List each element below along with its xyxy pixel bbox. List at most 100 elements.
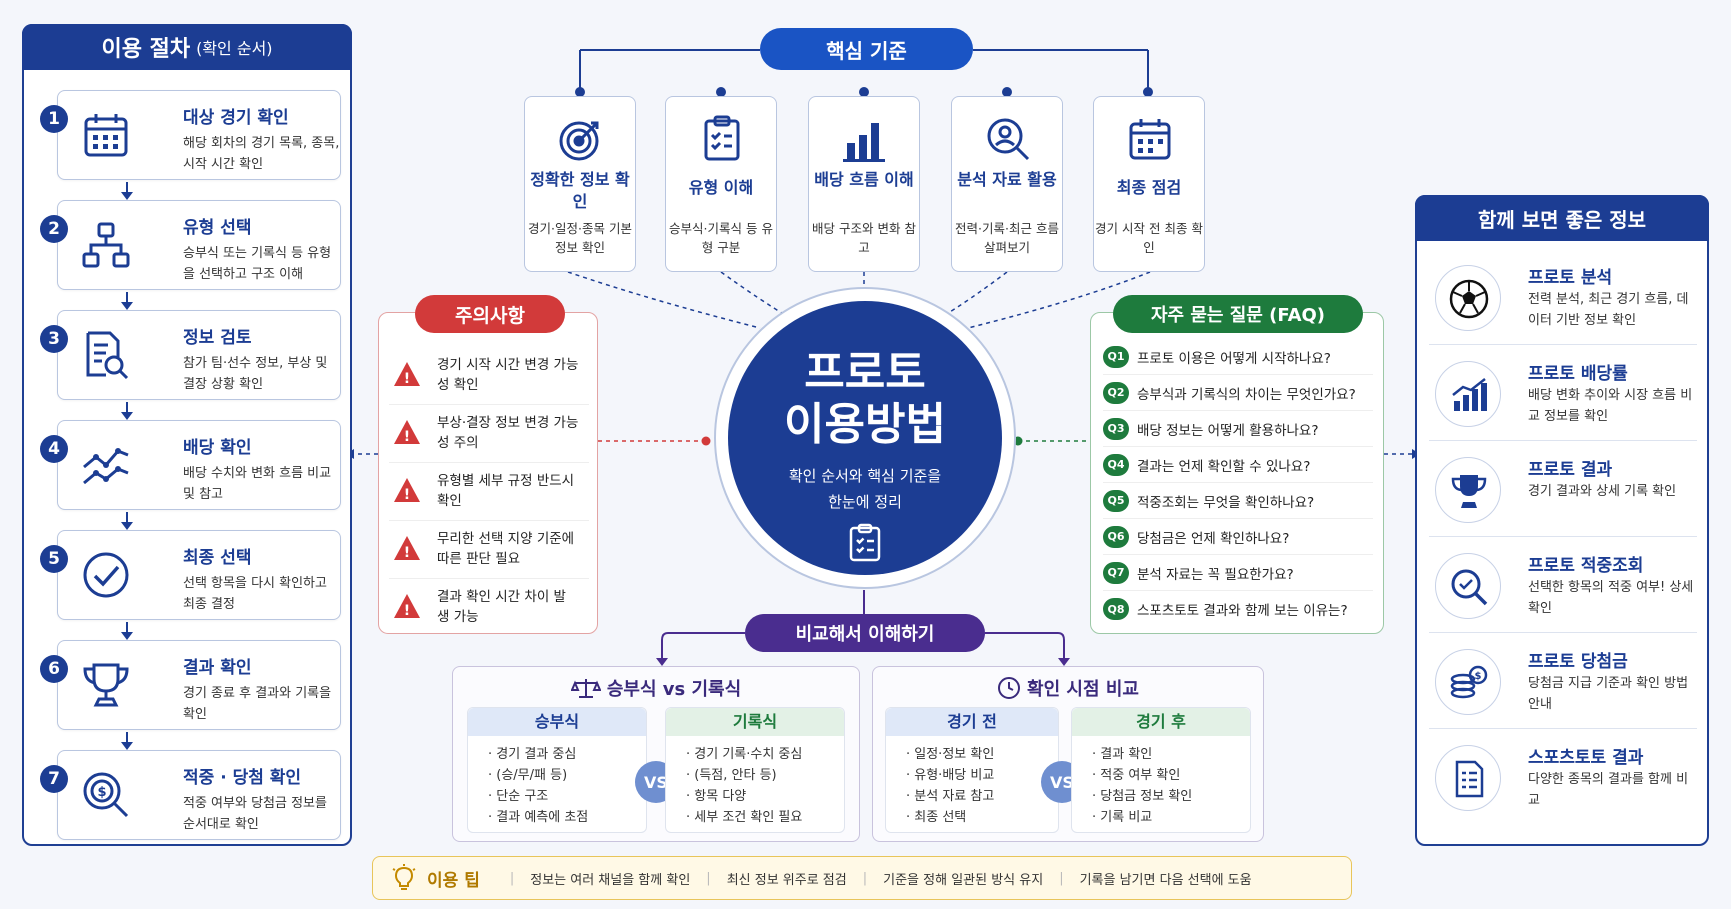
magnifier-coin-icon: $ xyxy=(83,772,129,818)
step-title: 대상 경기 확인 xyxy=(183,108,289,128)
svg-text:!: ! xyxy=(404,487,410,503)
compare-col-list: 일정·정보 확인 유형·배당 비교 분석 자료 참고 최종 선택 xyxy=(886,736,1058,828)
bar-chart-icon xyxy=(843,123,885,162)
step-1[interactable]: 1 대상 경기 확인 해당 회차의 경기 목록, 종목, 시작 시간 확인 xyxy=(40,90,341,180)
step-6[interactable]: 6 결과 확인 경기 종료 후 결과와 기록을 확인 xyxy=(40,640,341,730)
criteria-accurate-info[interactable]: 정확한 정보 확인 경기·일정·종목 기본 정보 확인 xyxy=(524,96,636,272)
coins-icon: $ xyxy=(1450,665,1488,699)
related-item-odds[interactable]: 프로토 배당률 배당 변화 추이와 시장 흐름 비교 정보를 확인 xyxy=(1429,345,1697,441)
step-title: 유형 선택 xyxy=(183,218,252,238)
step-title: 적중 · 당첨 확인 xyxy=(183,768,302,788)
caution-item: ! 경기 시작 시간 변경 가능성 확인 xyxy=(389,347,589,405)
svg-text:!: ! xyxy=(404,545,410,561)
compare-col-item: 유형·배당 비교 xyxy=(906,765,1058,786)
criteria-title: 배당 흐름 이해 xyxy=(814,170,914,189)
caution-text: 무리한 선택 지양 기준에 따른 판단 필요 xyxy=(437,531,575,567)
step-arrow xyxy=(121,622,133,640)
step-desc: 적중 여부와 당첨금 정보를 순서대로 확인 xyxy=(183,796,327,832)
svg-text:!: ! xyxy=(404,429,410,445)
connector-dot xyxy=(1143,87,1153,97)
procedure-title: 이용 절차 xyxy=(101,37,191,62)
step-5[interactable]: 5 최종 선택 선택 항목을 다시 확인하고 최종 결정 xyxy=(40,530,341,620)
soccer-ball-icon xyxy=(1449,279,1489,319)
clipboard-icon xyxy=(849,523,881,562)
procedure-panel: 이용 절차 (확인 순서) 1 대상 경기 확인 해당 회차의 경기 목록, 종… xyxy=(22,24,352,846)
caution-item: ! 부상·결장 정보 변경 가능성 주의 xyxy=(389,405,589,463)
faq-q-badge: Q7 xyxy=(1103,561,1129,584)
compare-col-win-type: 승부식 경기 결과 중심 (승/무/패 등) 단순 구조 결과 예측에 초점 xyxy=(467,707,647,833)
related-item-title: 스포츠토토 결과 xyxy=(1528,748,1644,768)
criteria-final-check[interactable]: 최종 점검 경기 시작 전 최종 확인 xyxy=(1093,96,1205,272)
connector-dot xyxy=(859,87,869,97)
caution-text: 결과 확인 시간 차이 발생 가능 xyxy=(437,589,566,625)
compare-col-item: 결과 예측에 초점 xyxy=(488,807,646,828)
svg-text:$: $ xyxy=(97,785,106,800)
document-icon xyxy=(1455,760,1484,798)
connector-dot xyxy=(716,87,726,97)
step-arrow xyxy=(121,182,133,200)
step-3[interactable]: 3 정보 검토 참가 팀·선수 정보, 부상 및 결장 상황 확인 xyxy=(40,310,341,400)
faq-question: 스포츠토토 결과와 함께 보는 이유는? xyxy=(1137,603,1348,619)
caution-text: 유형별 세부 규정 반드시 확인 xyxy=(437,473,575,509)
faq-q-badge: Q6 xyxy=(1103,525,1129,548)
compare-col-record-type: 기록식 경기 기록·수치 중심 (득점, 안타 등) 항목 다양 세부 조건 확… xyxy=(665,707,845,833)
tip-item: 정보는 여러 채널을 함께 확인 xyxy=(530,872,691,888)
compare-col-item: 당첨금 정보 확인 xyxy=(1092,786,1250,807)
step-number: 7 xyxy=(40,765,68,793)
criteria-desc: 경기 시작 전 최종 확인 xyxy=(1095,221,1203,255)
compare-col-item: 기록 비교 xyxy=(1092,807,1250,828)
step-number: 2 xyxy=(40,215,68,243)
tips-divider: | xyxy=(509,870,515,886)
tips-divider: | xyxy=(706,870,711,886)
user-search-icon xyxy=(987,118,1030,161)
faq-header: 자주 묻는 질문 (FAQ) xyxy=(1113,295,1363,333)
related-item-title: 프로토 당첨금 xyxy=(1528,652,1628,672)
warning-icon: ! xyxy=(394,420,420,445)
step-2[interactable]: 2 유형 선택 승부식 또는 기록식 등 유형을 선택하고 구조 이해 xyxy=(40,200,341,290)
related-item-analysis[interactable]: 프로토 분석 전력 분석, 최근 경기 흐름, 데이터 기반 정보 확인 xyxy=(1429,249,1697,345)
magnifier-check-icon xyxy=(1451,569,1488,606)
related-info-title: 함께 보면 좋은 정보 xyxy=(1477,207,1647,232)
caution-item: ! 결과 확인 시간 차이 발생 가능 xyxy=(389,579,589,637)
svg-text:$: $ xyxy=(1475,671,1482,682)
criteria-analysis[interactable]: 분석 자료 활용 전력·기록·최근 흐름 살펴보기 xyxy=(951,96,1063,272)
related-item-hit-check[interactable]: 프로토 적중조회 선택한 항목의 적중 여부! 상세 확인 xyxy=(1429,537,1697,633)
tips-bar: 이용 팁 | 정보는 여러 채널을 함께 확인 | 최신 정보 위주로 점검 |… xyxy=(372,856,1352,900)
warning-icon: ! xyxy=(394,536,420,561)
step-desc: 선택 항목을 다시 확인하고 최종 결정 xyxy=(183,576,327,612)
target-icon xyxy=(559,121,599,161)
compare-col-title: 기록식 xyxy=(666,708,844,736)
step-number: 6 xyxy=(40,655,68,683)
step-4[interactable]: 4 배당 확인 배당 수치와 변화 흐름 비교 및 참고 xyxy=(40,420,341,510)
svg-text:!: ! xyxy=(404,371,410,387)
related-item-desc: 다양한 종목의 결과를 함께 비교 xyxy=(1528,772,1689,808)
faq-question: 배당 정보는 어떻게 활용하나요? xyxy=(1137,422,1319,439)
step-7[interactable]: 7 $ 적중 · 당첨 확인 적중 여부와 당첨금 정보를 순서대로 확인 xyxy=(40,750,341,840)
related-item-toto-result[interactable]: 스포츠토토 결과 다양한 종목의 결과를 함께 비교 xyxy=(1429,729,1697,825)
compare-timing-header: 확인 시점 비교 xyxy=(873,675,1263,701)
criteria-type-understanding[interactable]: 유형 이해 승부식·기록식 등 유형 구분 xyxy=(665,96,777,272)
step-desc: 해당 회차의 경기 목록, 종목, 시작 시간 확인 xyxy=(183,136,340,172)
criteria-odds-flow[interactable]: 배당 흐름 이해 배당 구조와 변화 참고 xyxy=(808,96,920,272)
compare-col-item: 최종 선택 xyxy=(906,807,1058,828)
step-number: 4 xyxy=(40,435,68,463)
related-item-title: 프로토 배당률 xyxy=(1528,364,1628,384)
step-number: 3 xyxy=(40,325,68,353)
trophy-icon xyxy=(1451,475,1487,508)
faq-q-badge: Q4 xyxy=(1103,453,1129,476)
related-info-header: 함께 보면 좋은 정보 xyxy=(1415,195,1709,241)
related-item-result[interactable]: 프로토 결과 경기 결과와 상세 기록 확인 xyxy=(1429,441,1697,537)
compare-title: 비교해서 이해하기 xyxy=(795,624,935,645)
compare-col-item: 분석 자료 참고 xyxy=(906,786,1058,807)
caution-panel: 주의사항 ! 경기 시작 시간 변경 가능성 확인 ! 부상·결장 정보 변경 … xyxy=(378,295,598,637)
related-item-prize[interactable]: $ 프로토 당첨금 당첨금 지급 기준과 확인 방법 안내 xyxy=(1429,633,1697,729)
